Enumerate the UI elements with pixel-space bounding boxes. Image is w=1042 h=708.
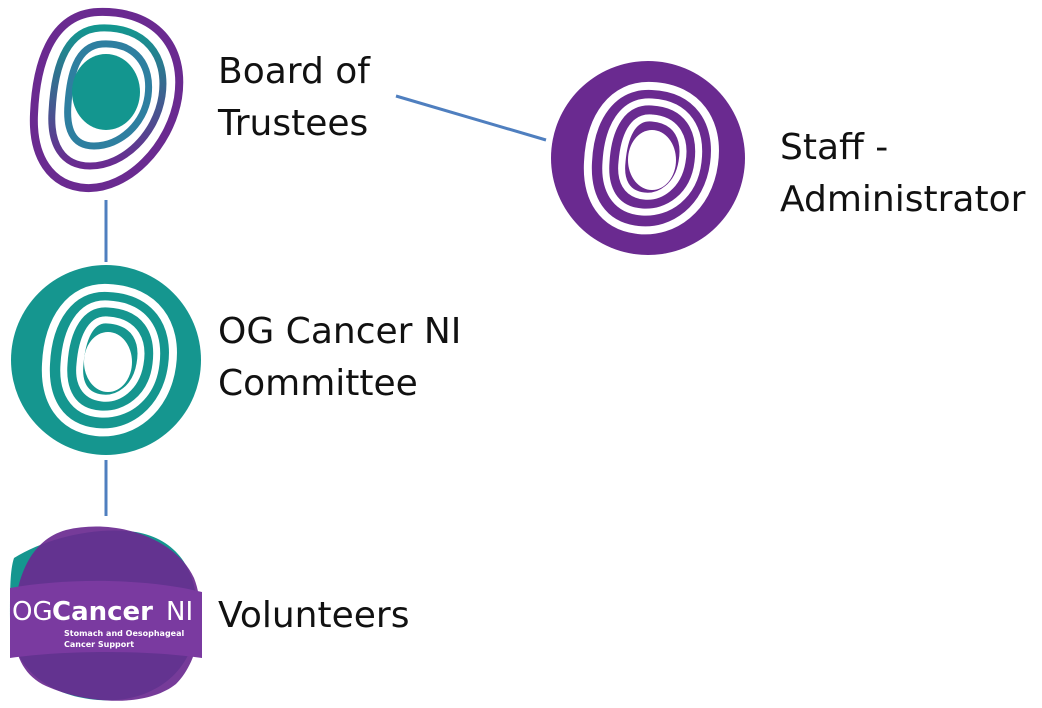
logo-tagline-line1: Stomach and Oesophageal [64, 629, 185, 638]
node-label-volunteers: Volunteers [218, 590, 409, 642]
node-label-committee-line2: Committee [218, 363, 418, 404]
logo-brand: Cancer [52, 597, 153, 627]
node-label-staff: Staff - Administrator [780, 122, 1025, 226]
node-label-staff-line1: Staff - [780, 127, 889, 168]
node-label-board-line1: Board of [218, 51, 370, 92]
node-label-staff-line2: Administrator [780, 179, 1026, 220]
logo-prefix: OG [12, 597, 53, 627]
committee-icon [8, 262, 204, 458]
logo-suffix: NI [166, 597, 193, 627]
node-label-volunteers-line1: Volunteers [218, 595, 410, 636]
node-label-committee: OG Cancer NI Committee [218, 306, 461, 410]
staff-icon [548, 58, 748, 258]
node-label-board-line2: Trustees [218, 103, 369, 144]
connector-board-staff [395, 94, 547, 142]
og-cancer-ni-logo: OG Cancer NI Stomach and Oesophageal Can… [6, 518, 206, 708]
node-label-committee-line1: OG Cancer NI [218, 311, 462, 352]
board-icon [20, 6, 190, 196]
node-label-board: Board of Trustees [218, 46, 370, 150]
logo-tagline-line2: Cancer Support [64, 640, 134, 649]
